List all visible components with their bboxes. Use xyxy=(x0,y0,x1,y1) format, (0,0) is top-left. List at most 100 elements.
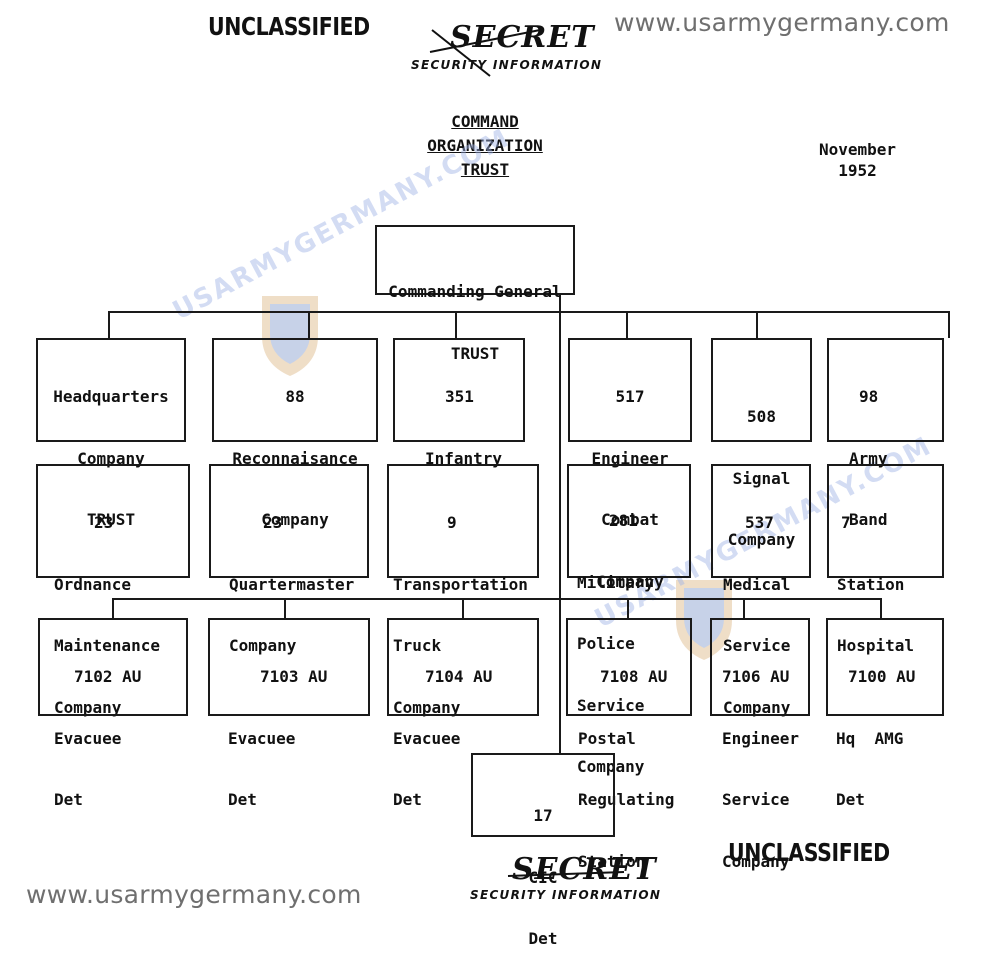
unit-line: 508 xyxy=(747,407,776,426)
unit-box-7-station-hospital: 7 Station Hospital xyxy=(827,464,944,655)
unit-box-537-medical: 537 Medical Service Company xyxy=(711,464,811,717)
strike-line-2 xyxy=(429,29,541,53)
unit-line: Engineer xyxy=(591,448,669,468)
date-month: November xyxy=(818,140,897,159)
unit-box-23-quartermaster: 23 Quartermaster Company xyxy=(209,464,369,655)
watermark-site-bottom: www.usarmygermany.com xyxy=(26,880,362,909)
unit-line: Det xyxy=(393,790,422,809)
unit-line: Company xyxy=(723,697,791,717)
unit-line: Signal xyxy=(732,468,791,488)
unit-line: Truck xyxy=(393,636,442,655)
unit-line: 7106 AU xyxy=(722,667,790,686)
unit-line: 537 xyxy=(745,513,774,532)
unit-line: 17 xyxy=(533,806,553,825)
unit-line: 7103 AU xyxy=(260,667,328,686)
unit-box-9-transportation: 9 Transportation Truck Company xyxy=(387,464,539,717)
unit-line: Transportation xyxy=(393,574,528,594)
unit-line: 7102 AU xyxy=(74,667,142,686)
unit-line: Company xyxy=(577,757,645,776)
unit-line: Service xyxy=(723,636,791,655)
unit-line: Maintenance xyxy=(54,636,160,655)
unit-box-7106-au: 7106 AU Engineer Service Company xyxy=(710,618,810,871)
unit-line: 88 xyxy=(285,387,305,406)
unit-box-7102-au: 7102 AU Evacuee Det xyxy=(38,618,188,809)
commander-line-2: TRUST xyxy=(450,343,500,363)
unit-line: Postal xyxy=(578,728,636,748)
classification-unclassified-bottom: UNCLASSIFIED xyxy=(728,838,890,867)
unit-line: Band xyxy=(849,510,888,529)
unit-box-517-engineer: 517 Engineer Combat Company xyxy=(568,338,692,591)
unit-line: Company xyxy=(393,697,461,717)
unit-line: Engineer xyxy=(722,728,800,748)
unit-box-7100-au: 7100 AU Hq AMG Det xyxy=(826,618,944,809)
unit-line: Military xyxy=(577,572,655,592)
watermark-site-top: www.usarmygermany.com xyxy=(614,8,950,37)
unit-line: Hospital xyxy=(837,636,915,655)
unit-line: Reconnaisance xyxy=(232,448,358,468)
drop-line xyxy=(743,598,745,618)
unit-line: CIC xyxy=(528,867,558,887)
classification-unclassified-top: UNCLASSIFIED xyxy=(208,12,370,41)
title-line-1: COMMAND xyxy=(451,112,519,131)
row1-bus-line xyxy=(108,311,950,313)
drop-line xyxy=(462,598,464,618)
unit-line: 23 xyxy=(94,513,114,532)
unit-line: 7108 AU xyxy=(600,667,668,686)
watermark-shield-icon xyxy=(262,296,318,376)
unit-box-508-signal: 508 Signal Company xyxy=(711,338,812,549)
drop-line xyxy=(112,598,114,618)
date-block: November 1952 xyxy=(805,139,910,181)
unit-box-7108-au: 7108 AU Postal Regulating Station xyxy=(566,618,692,871)
unit-line: Det xyxy=(528,929,558,948)
drop-line xyxy=(948,311,950,338)
title-line-3: TRUST xyxy=(460,160,510,179)
unit-line: Quartermaster xyxy=(229,574,355,594)
drop-line xyxy=(108,311,110,338)
unit-line: Station xyxy=(578,851,646,871)
unit-box-98-army-band: 98 Army Band xyxy=(827,338,944,529)
unit-line: Company xyxy=(727,530,796,549)
unit-line: 7 xyxy=(841,513,851,532)
unit-line: 23 xyxy=(263,513,283,532)
security-information-top: SECURITY INFORMATION xyxy=(411,58,603,72)
unit-line: 7104 AU xyxy=(425,667,493,686)
unit-line: Det xyxy=(54,790,83,809)
unit-line: Evacuee xyxy=(54,728,122,748)
unit-box-7103-au: 7103 AU Evacuee Det xyxy=(208,618,370,809)
unit-line: Regulating xyxy=(578,790,675,809)
page-title: COMMAND ORGANIZATION TRUST xyxy=(405,110,565,182)
unit-box-88-recon: 88 Reconnaisance Company xyxy=(212,338,378,529)
unit-box-351-infantry: 351 Infantry xyxy=(393,338,525,468)
unit-line: Infantry xyxy=(425,448,503,468)
unit-line: Medical xyxy=(723,574,791,594)
unit-line: 517 xyxy=(615,387,645,406)
drop-line xyxy=(284,598,286,618)
unit-line: Headquarters xyxy=(53,387,169,406)
classification-secret-top: SECRET xyxy=(450,20,595,55)
unit-line: Company xyxy=(77,448,145,468)
row3-bus-line xyxy=(112,598,882,600)
unit-line: Hq AMG xyxy=(836,728,904,748)
security-information-bottom: SECURITY INFORMATION xyxy=(470,888,662,902)
unit-line: Det xyxy=(228,790,257,809)
unit-box-281-military-police: 281 Military Police Service Company xyxy=(567,464,691,776)
unit-line: TRUST xyxy=(86,510,136,529)
unit-line: Station xyxy=(837,574,905,594)
unit-line: Company xyxy=(261,510,329,529)
unit-line: Service xyxy=(722,790,790,809)
drop-line xyxy=(756,311,758,338)
unit-line: Evacuee xyxy=(228,728,296,748)
drop-line xyxy=(455,311,457,338)
unit-line: Det xyxy=(836,790,865,809)
unit-line: Company xyxy=(722,851,790,871)
trunk-line xyxy=(559,293,561,753)
unit-line: 7100 AU xyxy=(848,667,916,686)
classification-secret-bottom: SECRET xyxy=(512,852,657,887)
unit-line: Evacuee xyxy=(393,728,461,748)
unit-box-hq-company: Headquarters Company TRUST xyxy=(36,338,186,529)
drop-line xyxy=(626,311,628,338)
unit-line: Army xyxy=(849,448,888,468)
unit-box-23-ordnance: 23 Ordnance Maintenance Company xyxy=(36,464,190,717)
unit-box-7104-au: 7104 AU Evacuee Det xyxy=(387,618,539,809)
unit-line: Company xyxy=(54,697,122,717)
